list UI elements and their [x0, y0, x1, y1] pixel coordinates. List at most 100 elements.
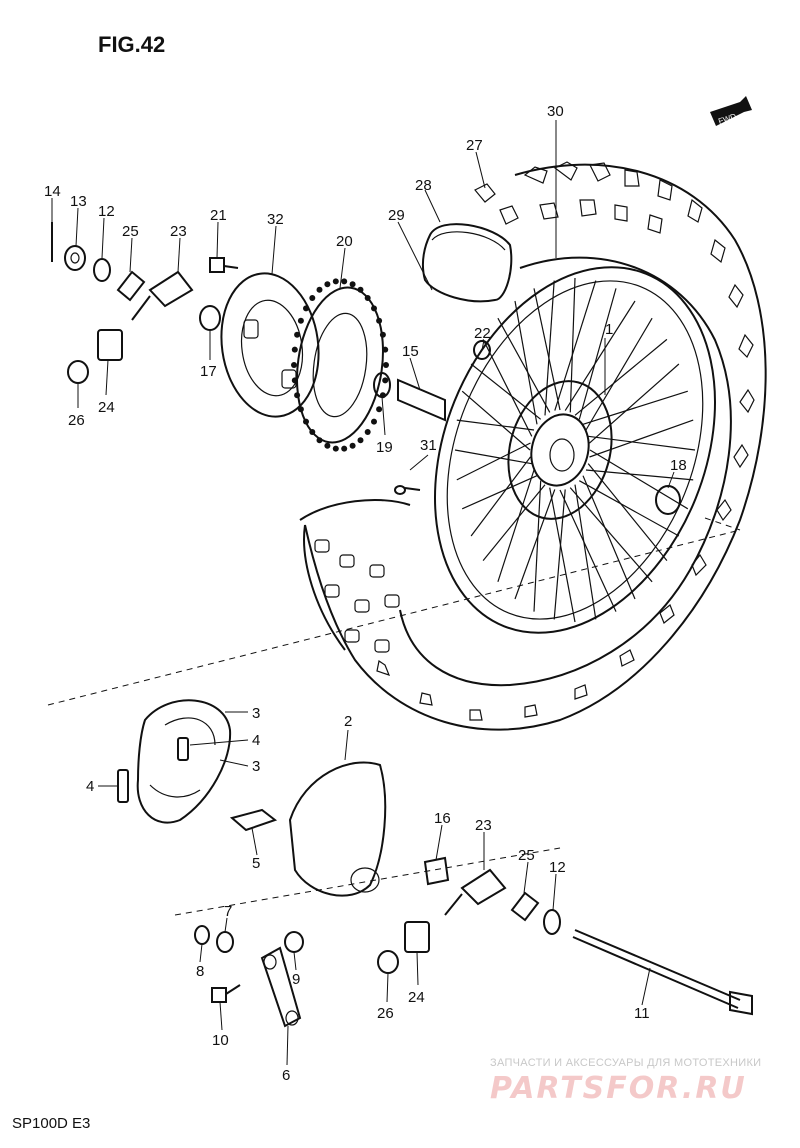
callout-22: 22	[474, 325, 491, 342]
tube-drawing	[421, 223, 513, 303]
spoke	[587, 463, 668, 561]
callout-3b: 3	[252, 758, 260, 775]
leader-lines	[51, 120, 675, 1066]
sprocket-tooth	[297, 317, 304, 324]
callout-17: 17	[200, 363, 217, 380]
callout-26a: 26	[68, 412, 85, 429]
spoke	[564, 300, 636, 411]
sprocket-tooth	[309, 295, 316, 301]
spoke	[569, 277, 576, 413]
spoke	[589, 363, 680, 444]
spoke	[554, 280, 597, 411]
sprocket-tooth	[332, 278, 339, 285]
callout-6: 6	[282, 1067, 290, 1084]
callout-5: 5	[252, 855, 260, 872]
spoke	[454, 449, 532, 465]
spoke	[578, 288, 617, 420]
sprocket-tooth	[349, 442, 356, 449]
sprocket-tooth	[324, 281, 331, 288]
callout-20: 20	[336, 233, 353, 250]
callout-4b: 4	[86, 778, 94, 795]
callout-3a: 3	[252, 705, 260, 722]
sprocket-tooth	[294, 331, 301, 338]
callout-28: 28	[415, 177, 432, 194]
callout-4a: 4	[252, 732, 260, 749]
spoke	[588, 435, 696, 451]
sprocket-tooth	[341, 278, 348, 285]
callout-14: 14	[44, 183, 61, 200]
sprocket-tooth	[357, 437, 364, 444]
spoke	[553, 489, 566, 620]
sprocket-tooth	[364, 295, 371, 301]
spoke	[461, 390, 531, 451]
sprocket-tooth	[303, 418, 309, 425]
callout-30: 30	[547, 103, 564, 120]
callout-16: 16	[434, 810, 451, 827]
spoke	[582, 390, 688, 425]
callout-24a: 24	[98, 399, 115, 416]
callout-32: 32	[267, 211, 284, 228]
callout-18: 18	[670, 457, 687, 474]
spoke	[582, 475, 636, 600]
sprocket-tooth	[324, 442, 331, 449]
sprocket-tooth	[349, 281, 356, 288]
model-code: SP100D E3	[12, 1115, 90, 1132]
sprocket-tooth	[379, 331, 386, 338]
spoke	[482, 339, 533, 437]
spoke	[470, 456, 531, 537]
spoke	[533, 288, 561, 411]
sprocket-tooth	[291, 346, 298, 353]
lower-hardware-drawing	[377, 856, 753, 1016]
spoke	[514, 489, 556, 600]
sprocket-tooth	[316, 286, 323, 293]
sprocket-tooth	[357, 286, 364, 293]
spoke	[574, 484, 597, 620]
spoke	[456, 419, 535, 431]
spoke	[514, 300, 538, 425]
spoke	[574, 338, 668, 416]
callout-11: 11	[634, 1005, 650, 1022]
callout-25a: 25	[122, 223, 139, 240]
callout-12b: 12	[549, 859, 566, 876]
callout-24b: 24	[408, 989, 425, 1006]
sprocket-tooth	[376, 406, 383, 413]
callout-15: 15	[402, 343, 419, 360]
callout-26b: 26	[377, 1005, 394, 1022]
callout-31: 31	[420, 437, 437, 454]
spoke	[559, 489, 617, 612]
sprocket-tooth	[309, 429, 316, 435]
spoke	[533, 480, 542, 612]
spoke	[579, 480, 680, 537]
callout-8: 8	[196, 963, 204, 980]
spoke	[569, 487, 653, 583]
spoke	[470, 363, 542, 420]
callout-23a: 23	[170, 223, 187, 240]
sprocket-tooth	[341, 445, 348, 452]
callout-27: 27	[466, 137, 483, 154]
figure-title: FIG.42	[98, 32, 165, 57]
sprocket-tooth	[371, 418, 377, 425]
callout-25b: 25	[518, 847, 535, 864]
rim-and-spokes-drawing	[434, 266, 716, 634]
sprocket-damper-drawing	[220, 272, 320, 418]
spoke	[589, 449, 689, 510]
sprocket-tooth	[383, 362, 389, 368]
brake-assembly-drawing	[117, 699, 387, 1028]
spoke	[456, 442, 531, 481]
spoke	[461, 475, 538, 510]
spoke	[589, 419, 694, 458]
spoke	[497, 317, 551, 413]
callout-10: 10	[212, 1032, 229, 1049]
spoke	[497, 469, 535, 582]
spoke	[482, 484, 546, 561]
callout-19: 19	[376, 439, 393, 456]
centerlines	[47, 517, 741, 916]
callout-2: 2	[344, 713, 352, 730]
fwd-arrow-icon: FWD	[710, 96, 752, 126]
spoke	[544, 280, 555, 416]
sprocket-drawing	[291, 278, 389, 452]
callout-12a: 12	[98, 203, 115, 220]
watermark-brand: PARTSFOR.RU	[490, 1071, 747, 1106]
sprocket-tooth	[364, 429, 371, 435]
